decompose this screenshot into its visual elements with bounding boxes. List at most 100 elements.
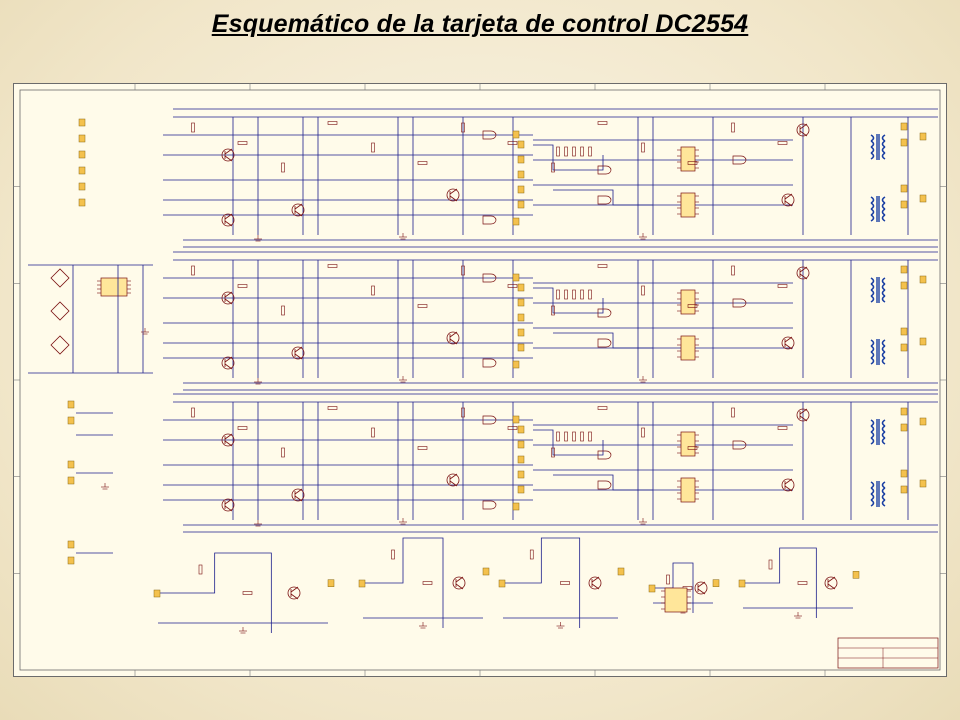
connector-pin-icon [78, 134, 86, 143]
ground-icon [556, 622, 565, 629]
connector-pin-icon [512, 502, 520, 511]
connector-pin-icon [900, 281, 908, 290]
wire [294, 203, 303, 210]
resistor [597, 406, 608, 410]
wire [455, 583, 464, 590]
connector-pin-icon [517, 455, 525, 464]
resistor [327, 264, 338, 268]
connector-pin-icon [900, 407, 908, 416]
resistor [191, 122, 195, 133]
resistor [551, 305, 555, 316]
resistor [507, 141, 518, 145]
wire [290, 593, 299, 600]
transistor-icon [452, 576, 466, 590]
connector-pin-icon [517, 485, 525, 494]
ground-icon [399, 233, 407, 240]
resistor [731, 122, 735, 133]
ground-icon [141, 328, 149, 335]
connector-pin-icon [517, 298, 525, 307]
resistor [588, 146, 592, 157]
wire [784, 485, 793, 492]
logic-gate [482, 415, 497, 425]
ic-chip-icon [677, 289, 699, 315]
wire [294, 488, 303, 495]
transistor-icon [221, 498, 235, 512]
logic-gate [597, 338, 612, 348]
logic-gate [482, 215, 497, 225]
wire [591, 576, 600, 583]
transistor-icon [291, 346, 305, 360]
wire [224, 505, 233, 512]
resistor [556, 431, 560, 442]
ic-chip-icon [677, 192, 699, 218]
wire [799, 408, 808, 415]
bridge-rectifier [50, 301, 70, 321]
connector-pin-icon [358, 579, 366, 588]
wire [224, 148, 233, 155]
transistor-icon [781, 478, 795, 492]
resistor [588, 431, 592, 442]
wire [224, 155, 233, 162]
resistor [391, 549, 395, 560]
wire [224, 356, 233, 363]
wire [224, 433, 233, 440]
connector-pin-icon [517, 425, 525, 434]
resistor [191, 407, 195, 418]
transistor-icon [781, 193, 795, 207]
connector-pin-icon [78, 150, 86, 159]
connector-pin-icon [517, 140, 525, 149]
resistor [237, 426, 248, 430]
ground-icon [399, 376, 407, 383]
transistor-icon [221, 356, 235, 370]
resistor [371, 285, 375, 296]
transformer-icon [870, 339, 886, 365]
bridge-rectifier [50, 268, 70, 288]
logic-gate [482, 273, 497, 283]
logic-gate [482, 130, 497, 140]
ground-icon [639, 518, 647, 525]
auxiliary-circuits [153, 537, 860, 634]
transistor-icon [796, 266, 810, 280]
ground-icon [639, 233, 647, 240]
ground-icon [254, 235, 262, 242]
connector-pin-icon [900, 327, 908, 336]
resistor [572, 146, 576, 157]
resistor [417, 446, 428, 450]
ground-icon [639, 376, 647, 383]
connector-pin-icon [78, 182, 86, 191]
wire [784, 343, 793, 350]
wire [827, 583, 836, 590]
connector-pin-icon [512, 217, 520, 226]
connector-pin-icon [517, 283, 525, 292]
connector-pin-icon [153, 589, 161, 598]
resistor [417, 304, 428, 308]
wire [224, 440, 233, 447]
logic-gate [597, 195, 612, 205]
connector-pin-icon [482, 567, 490, 576]
resistor [281, 162, 285, 173]
resistor [797, 581, 808, 585]
transistor-icon [221, 213, 235, 227]
connector-pin-icon [900, 265, 908, 274]
resistor [237, 284, 248, 288]
wire [294, 495, 303, 502]
transistor-icon [781, 336, 795, 350]
connector-pin-icon [67, 540, 75, 549]
resistor [687, 304, 698, 308]
connector-pin-icon [919, 337, 927, 346]
logic-gate [732, 155, 747, 165]
wire [224, 291, 233, 298]
ground-icon [239, 627, 247, 634]
resistor [597, 121, 608, 125]
resistor [731, 265, 735, 276]
connector-pin-icon [498, 579, 506, 588]
ic-chip-icon [661, 587, 691, 613]
transformer-icon [870, 196, 886, 222]
connector-pin-icon [517, 313, 525, 322]
resistor [422, 581, 433, 585]
transistor-icon [824, 576, 838, 590]
resistor [580, 431, 584, 442]
wire [158, 552, 272, 633]
resistor [564, 146, 568, 157]
connector-pin-icon [78, 198, 86, 207]
